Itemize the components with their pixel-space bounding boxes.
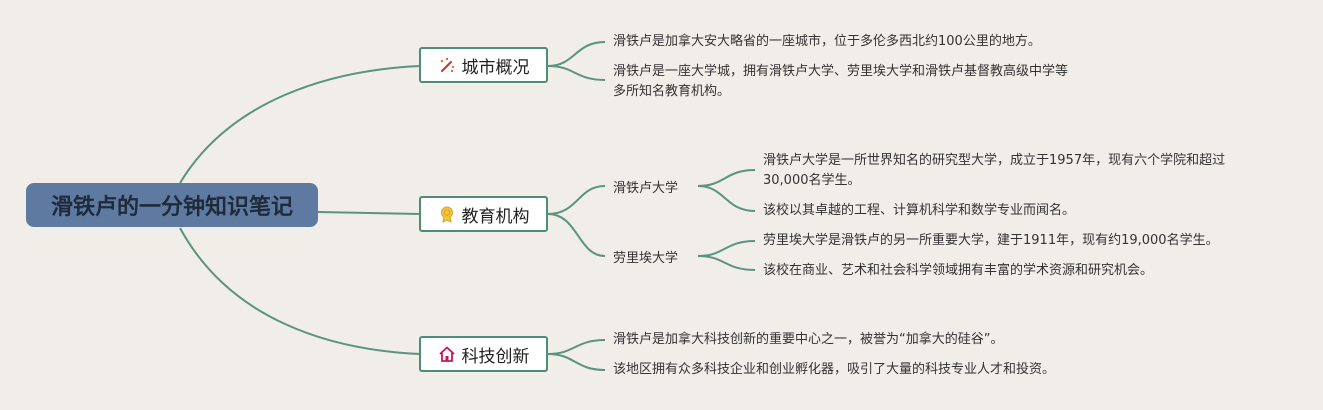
- connector-root-to-tech: [179, 227, 421, 355]
- subtopic-waterloo-university[interactable]: 滑铁卢大学: [613, 181, 679, 196]
- connector-sub1-leaf-1: [697, 169, 756, 187]
- connector-sub2-leaf-2: [697, 255, 756, 271]
- branch-label: 城市概况: [461, 57, 530, 78]
- leaf-text: 滑铁卢大学是一所世界知名的研究型大学，成立于1957年，现有六个学院和超过 30…: [763, 153, 1226, 188]
- home-icon: [438, 345, 456, 363]
- leaf-text: 该地区拥有众多科技企业和创业孵化器，吸引了大量的科技专业人才和投资。: [613, 362, 1056, 377]
- leaf-text: 滑铁卢是加拿大安大略省的一座城市，位于多伦多西北约100公里的地方。: [613, 34, 1041, 49]
- connector-tech-leaf-2: [547, 353, 606, 371]
- leaf-text: 滑铁卢是加拿大科技创新的重要中心之一，被誉为“加拿大的硅谷”。: [613, 332, 1004, 347]
- branch-label: 科技创新: [461, 346, 530, 367]
- connector-root-to-education: [317, 211, 421, 215]
- leaf-text: 滑铁卢是一座大学城，拥有滑铁卢大学、劳里埃大学和滑铁卢基督教高级中学等 多所知名…: [613, 64, 1069, 99]
- leaf-text: 该校在商业、艺术和社会科学领域拥有丰富的学术资源和研究机会。: [763, 263, 1154, 278]
- branch-tech-innovation[interactable]: 科技创新: [419, 336, 548, 372]
- subtopic-laurier-university[interactable]: 劳里埃大学: [613, 251, 679, 266]
- branch-city-overview[interactable]: 城市概况: [419, 47, 548, 83]
- branch-label: 教育机构: [461, 206, 530, 227]
- branch-education[interactable]: 教育机构: [419, 196, 548, 232]
- connector-tech-leaf-1: [547, 339, 606, 355]
- connector-sub1-leaf-2: [697, 185, 756, 212]
- connector-sub2-leaf-1: [697, 240, 756, 257]
- connector-root-to-city: [179, 65, 421, 184]
- leaf-text: 劳里埃大学是滑铁卢的另一所重要大学，建于1911年，现有约19,000名学生。: [763, 233, 1219, 248]
- connector-education-sub-2: [547, 213, 606, 257]
- leaf-text: 该校以其卓越的工程、计算机科学和数学专业而闻名。: [763, 203, 1076, 218]
- sparkle-wand-icon: [438, 56, 456, 74]
- root-node[interactable]: 滑铁卢的一分钟知识笔记: [26, 183, 318, 227]
- award-medal-icon: [438, 205, 456, 223]
- root-title: 滑铁卢的一分钟知识笔记: [50, 195, 293, 220]
- connector-education-sub-1: [547, 185, 606, 215]
- connector-city-leaf-2: [547, 65, 606, 81]
- connector-city-leaf-1: [547, 41, 606, 67]
